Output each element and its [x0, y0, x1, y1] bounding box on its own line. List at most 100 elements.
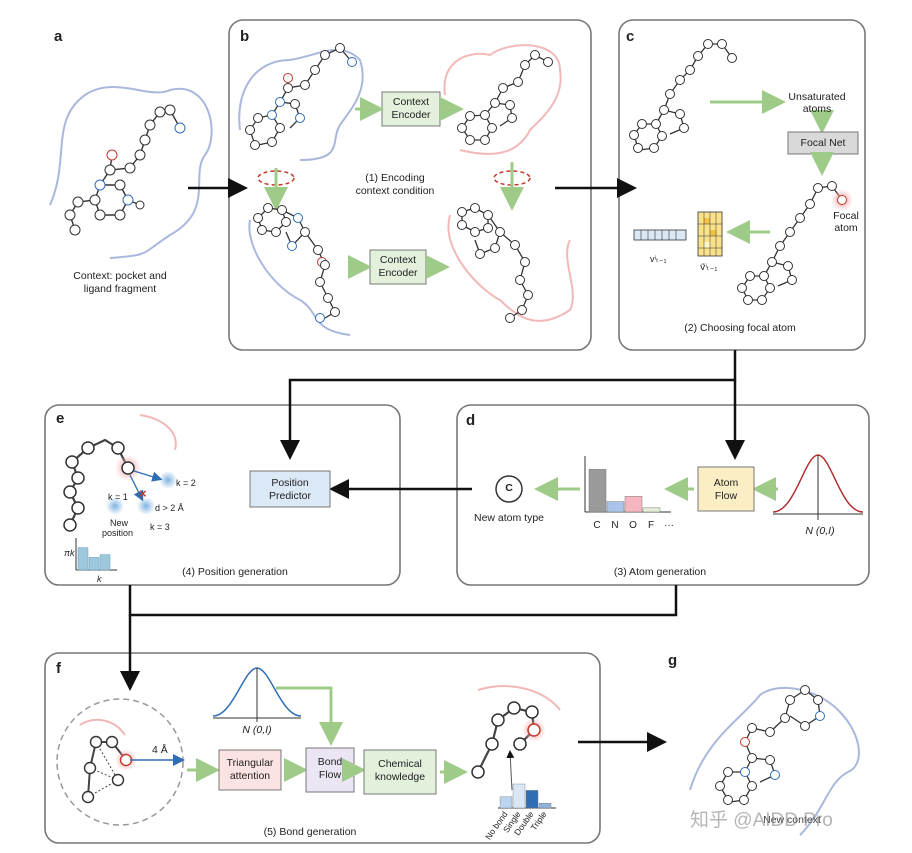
panel-letter-g: g: [668, 652, 678, 669]
k3-label: k = 3: [150, 522, 170, 532]
panel-a-caption-line2: ligand fragment: [83, 283, 157, 295]
chemical-line1: Chemical: [378, 758, 422, 770]
arrow-to-k2: [133, 470, 163, 482]
atom-flow-box: [697, 466, 755, 512]
step-5: (5) Bond generation: [263, 826, 357, 838]
encoder-top-line1: Context: [392, 96, 430, 108]
panel-letter-b: b: [240, 28, 250, 45]
atom-hist-label: C: [593, 520, 600, 531]
atoms-f-right: [471, 701, 541, 779]
pi-k-histogram: [75, 538, 117, 571]
pi-hist-bar: [77, 547, 89, 571]
panel-letter-f: f: [56, 660, 61, 677]
atom-hist-bar: [606, 501, 625, 513]
bond-flow-line1: Bond: [317, 756, 343, 768]
pocket-curve-e: [139, 414, 177, 451]
radius-label: 4 Å: [152, 744, 168, 756]
normal-label-f: N (0,I): [242, 724, 272, 736]
atom-hist-label: N: [611, 520, 618, 531]
step-4: (4) Position generation: [182, 566, 288, 578]
atom-hist-bar: [588, 469, 607, 513]
panel-letter-c: c: [626, 28, 635, 45]
panel-d-frame: [456, 404, 870, 586]
distance-label: d > 2 Å: [155, 503, 184, 513]
watermark: 知乎 @AIDD Pro: [690, 810, 833, 831]
arrow-normal-to-bond-flow: [276, 686, 343, 746]
atoms-b-bottom: [253, 203, 340, 323]
new-context-label: New context: [763, 814, 821, 826]
pocket-curve-f-right: [477, 685, 561, 711]
atoms-c-bottom: [737, 181, 847, 305]
triangular-line2: attention: [229, 770, 271, 782]
pocket-curve-f: [79, 718, 126, 736]
pi-hist-bar: [88, 557, 100, 571]
panel-e-frame: [44, 404, 401, 586]
bond-pointer: [506, 750, 515, 791]
connector-c-to-e: [280, 350, 737, 460]
new-atom-circle: [495, 475, 523, 503]
new-atom-c: C: [505, 482, 513, 494]
atoms-a: [64, 104, 186, 236]
rotation-ellipse-left: [257, 170, 295, 186]
bond-hist-bar: [538, 803, 552, 809]
pocket-curve-g: [689, 686, 860, 836]
atom-flow-line2: Flow: [714, 490, 738, 502]
context-encoder-bottom: [369, 249, 427, 285]
focal-net-label: Focal Net: [800, 137, 846, 149]
unsaturated-line1: Unsaturated: [788, 91, 846, 103]
atoms-b-bottom-right: [457, 203, 533, 323]
step-2: (2) Choosing focal atom: [684, 322, 796, 334]
atom-flow-line1: Atom: [713, 477, 739, 489]
pocket-curve-b-top-right: [443, 44, 562, 155]
pocket-curve-b-top: [238, 48, 364, 161]
atom-hist-label: ···: [664, 520, 674, 531]
atom-hist-bar: [624, 496, 643, 513]
arrow-to-k3: [129, 474, 144, 502]
k2-label: k = 2: [176, 478, 196, 488]
chemical-line2: knowledge: [374, 771, 426, 783]
ligand-b-bottom-right: [461, 207, 529, 319]
unsaturated-line2: atoms: [802, 103, 832, 115]
position-predictor-line1: Position: [271, 477, 309, 489]
encoder-bottom-line1: Context: [379, 254, 417, 266]
encoder-bottom-line2: Encoder: [378, 267, 418, 279]
ligand-b-top-right: [461, 54, 549, 141]
candidate-k1: [106, 497, 124, 515]
atoms-b-top-right: [457, 50, 553, 145]
pocket-curve-a: [49, 86, 213, 259]
atoms-g: [715, 685, 825, 805]
panel-a-caption-line1: Context: pocket and: [73, 270, 167, 282]
vector-bar: [633, 229, 687, 241]
panel-letter-a: a: [54, 28, 63, 45]
ligand-f-right: [477, 706, 536, 773]
panel-letter-d: d: [466, 412, 476, 429]
position-predictor-line2: Predictor: [268, 490, 311, 502]
new-position-line1: New: [110, 518, 129, 528]
atoms-c-top: [629, 39, 737, 153]
pi-k-label: πk: [64, 548, 75, 558]
atoms-f: [81, 735, 133, 804]
triangular-attention-box: [218, 749, 282, 791]
vector-label-2: v⃗ⁱₜ₋₁: [700, 262, 718, 272]
vector-label-1: vⁱₜ₋₁: [650, 254, 667, 264]
vector-matrix: [697, 211, 723, 257]
atom-hist-label: F: [648, 520, 654, 531]
atoms-e: [63, 441, 135, 532]
atoms-b-top: [245, 43, 357, 150]
connector-e-d-to-f: [128, 585, 678, 617]
step-1-line2: context condition: [355, 185, 435, 197]
step-3: (3) Atom generation: [613, 566, 707, 578]
ligand-c-top: [633, 43, 733, 151]
new-position-line2: position: [102, 528, 134, 538]
k-axis-label: k: [97, 574, 102, 584]
pocket-curve-b-bottom: [248, 219, 351, 336]
atom-hist-bar: [642, 507, 661, 513]
bond-hist-bar: [525, 790, 539, 809]
rotation-ellipse-right: [493, 170, 531, 186]
chemical-knowledge-box: [363, 749, 437, 795]
pocket-curve-b-bottom-right: [447, 214, 574, 322]
bond-hist-bar: [499, 796, 513, 809]
panel-f-frame: [44, 652, 601, 844]
